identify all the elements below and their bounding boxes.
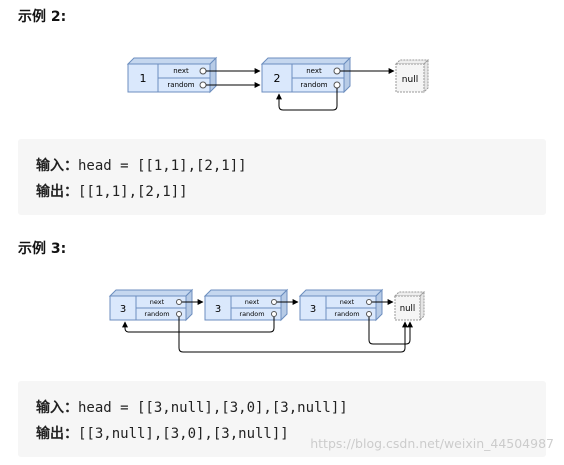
node-random-label: random <box>167 81 194 89</box>
example-3-diagram: 3 next random 3 next random 3 <box>108 288 426 353</box>
input-label: 输入： <box>36 400 78 416</box>
example-3-heading: 示例 3: <box>18 241 67 257</box>
node-next-label: next <box>173 67 189 75</box>
example-2-code-block: 输入：head = [[1,1],[2,1]] 输出：[[1,1],[2,1]] <box>18 139 546 215</box>
node-random-label: random <box>300 81 327 89</box>
example-3-code-block: 输入：head = [[3,null],[3,0],[3,null]] 输出：[… <box>18 381 546 457</box>
watermark: https://blog.csdn.net/weixin_44504987 <box>310 436 554 451</box>
node-value: 1 <box>140 72 147 85</box>
input-line: 输入：head = [[1,1],[2,1]] <box>36 155 247 175</box>
node-next-label: next <box>245 298 260 306</box>
output-line: 输出：[[1,1],[2,1]] <box>36 181 188 201</box>
null-node: null <box>394 58 430 94</box>
node-next-label: next <box>340 298 355 306</box>
node-next-label: next <box>306 67 322 75</box>
input-label: 输入： <box>36 158 78 174</box>
list-node-2: 2 next random <box>260 56 352 94</box>
node-next-label: next <box>150 298 165 306</box>
node-value: 3 <box>310 304 316 315</box>
output-label: 输出： <box>36 426 78 442</box>
list-node-2: 3 next random <box>203 288 289 322</box>
null-node: null <box>393 290 426 322</box>
random-pointer-arrow <box>368 317 413 345</box>
output-value: [[1,1],[2,1]] <box>78 184 188 200</box>
node-random-label: random <box>334 310 359 318</box>
node-random-label: random <box>239 310 264 318</box>
list-node-1: 3 next random <box>108 288 194 322</box>
null-label: null <box>400 304 416 314</box>
node-value: 3 <box>215 304 221 315</box>
input-value: head = [[3,null],[3,0],[3,null]] <box>78 400 348 416</box>
node-value: 3 <box>120 304 126 315</box>
list-node-1: 1 next random <box>126 56 218 94</box>
output-label: 输出： <box>36 184 78 200</box>
random-self-pointer-arrow <box>276 88 338 111</box>
node-random-label: random <box>144 310 169 318</box>
example-2-diagram: 1 next random 2 next random null <box>126 56 430 111</box>
output-value: [[3,null],[3,0],[3,null]] <box>78 426 289 442</box>
input-line: 输入：head = [[3,null],[3,0],[3,null]] <box>36 397 348 417</box>
null-label: null <box>402 75 418 85</box>
output-line: 输出：[[3,null],[3,0],[3,null]] <box>36 423 289 443</box>
random-pointer-arrow <box>178 317 408 353</box>
list-node-3: 3 next random <box>298 288 384 322</box>
random-pointer-arrow <box>122 317 275 333</box>
node-value: 2 <box>274 72 281 85</box>
input-value: head = [[1,1],[2,1]] <box>78 158 247 174</box>
example-2-heading: 示例 2: <box>18 9 67 25</box>
